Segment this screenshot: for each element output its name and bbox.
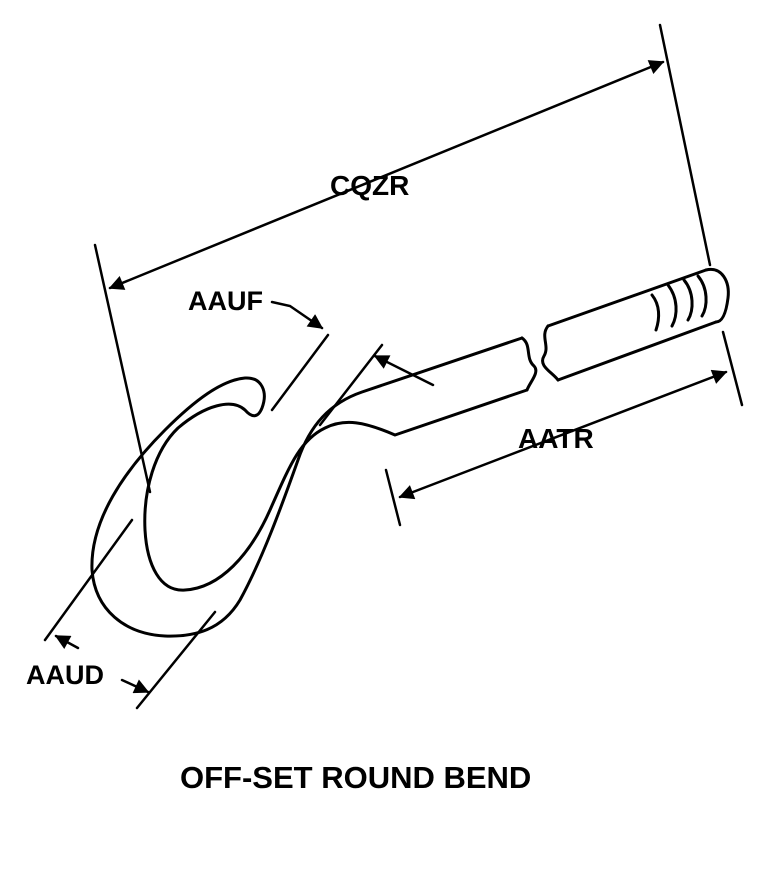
leader-line	[270, 300, 324, 330]
dimension-line	[398, 369, 728, 500]
extension-line-left	[384, 468, 402, 527]
extension-line	[135, 610, 217, 710]
arrow	[120, 678, 150, 694]
rod-top-edge	[546, 268, 708, 328]
aatr-label: AATR	[518, 423, 594, 454]
thread-marks	[650, 274, 708, 332]
aaud-label: AAUD	[26, 660, 104, 690]
aauf-label: AAUF	[188, 286, 263, 316]
arrow	[54, 634, 80, 650]
break-line-left	[520, 336, 538, 392]
rod-bottom-edge	[556, 320, 718, 382]
aaud-dimension: AAUD	[26, 518, 217, 710]
diagram-title: OFF-SET ROUND BEND	[180, 760, 531, 795]
cqzr-label: CQZR	[330, 170, 409, 201]
extension-line	[318, 343, 384, 427]
extension-line-right	[721, 330, 744, 407]
extension-line	[270, 333, 330, 412]
cqzr-dimension: CQZR	[93, 23, 712, 494]
extension-line-right	[658, 23, 712, 267]
break-line-right	[541, 324, 560, 382]
hook-rod	[90, 267, 730, 638]
rod-end	[704, 267, 730, 324]
aatr-dimension: AATR	[384, 330, 744, 527]
hook-outline	[90, 336, 529, 638]
extension-line	[43, 518, 134, 642]
dimension-line	[108, 60, 665, 290]
extension-line-left	[93, 243, 152, 494]
